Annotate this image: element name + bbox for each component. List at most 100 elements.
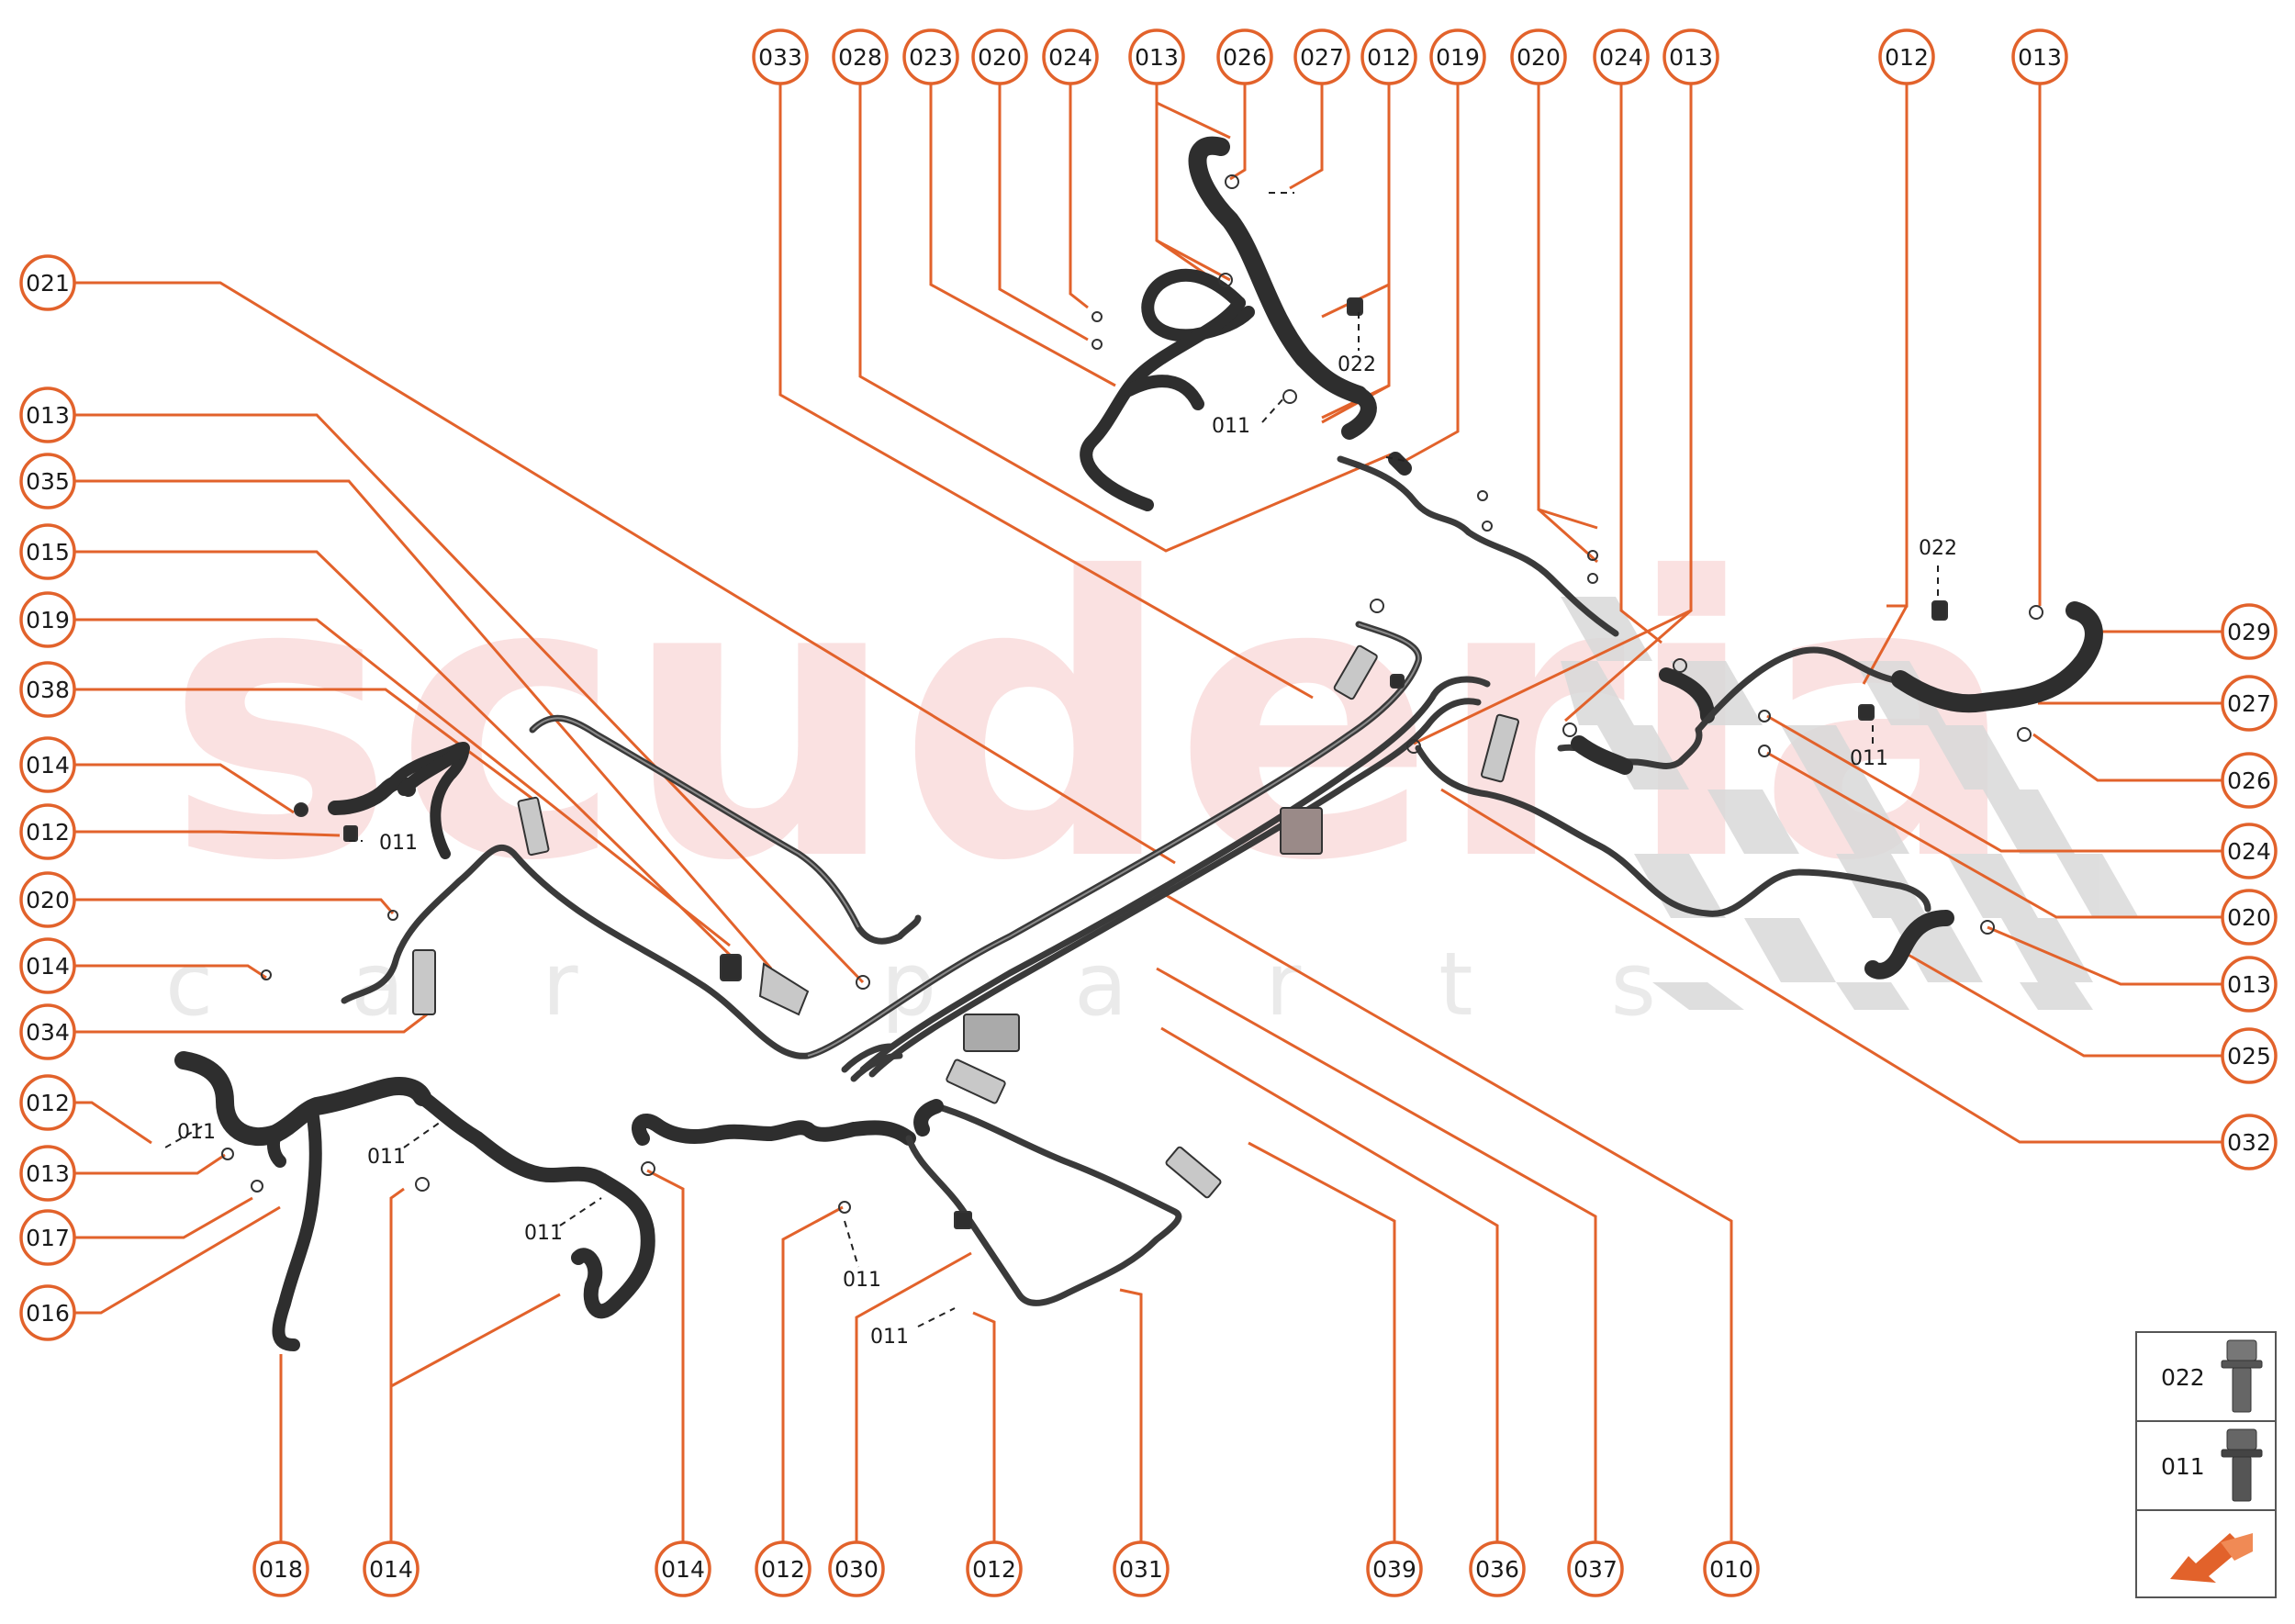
- label-011-right: 011: [1850, 747, 1888, 770]
- callout-label: 017: [26, 1225, 70, 1251]
- callout-label: 013: [26, 1160, 70, 1187]
- callout-label: 012: [1367, 44, 1411, 71]
- callout-top-2: 023: [902, 28, 959, 85]
- callout-label: 019: [1436, 44, 1480, 71]
- legend-row-011: 011: [2137, 1422, 2275, 1511]
- callout-label: 027: [2227, 690, 2271, 717]
- callout-right-0: 029: [2221, 603, 2278, 660]
- dashed-indicators: [164, 192, 1939, 1327]
- checkered-flag-icon: [1561, 597, 2139, 1010]
- callout-label: 028: [838, 44, 882, 71]
- callout-label: 014: [26, 953, 70, 980]
- callout-label: 026: [1223, 44, 1267, 71]
- callout-bottom-5: 012: [966, 1540, 1023, 1597]
- callout-label: 013: [2227, 971, 2271, 998]
- callout-label: 024: [1599, 44, 1643, 71]
- callout-bottom-6: 031: [1113, 1540, 1170, 1597]
- callout-bottom-0: 018: [252, 1540, 309, 1597]
- callout-label: 013: [1135, 44, 1179, 71]
- callout-bottom-2: 014: [655, 1540, 711, 1597]
- callout-label: 032: [2227, 1129, 2271, 1156]
- flange-bolt-icon: [2221, 1339, 2263, 1413]
- label-011-lower-mid: 011: [524, 1222, 563, 1245]
- callout-left-5: 038: [19, 661, 76, 718]
- callout-left-9: 014: [19, 937, 76, 994]
- legend-row-arrow: [2137, 1511, 2275, 1598]
- callout-label: 036: [1475, 1556, 1519, 1583]
- label-022-top: 022: [1338, 353, 1376, 376]
- callout-label: 026: [2227, 767, 2271, 794]
- callout-label: 030: [834, 1556, 879, 1583]
- callout-bottom-7: 039: [1366, 1540, 1423, 1597]
- callout-label: 039: [1372, 1556, 1416, 1583]
- callout-top-0: 033: [752, 28, 809, 85]
- callout-label: 020: [978, 44, 1022, 71]
- callout-label: 024: [1048, 44, 1092, 71]
- callout-label: 016: [26, 1300, 70, 1327]
- callout-label: 012: [1885, 44, 1929, 71]
- callout-label: 027: [1300, 44, 1344, 71]
- callout-label: 019: [26, 607, 70, 633]
- callout-top-4: 024: [1042, 28, 1099, 85]
- small-parts: [221, 174, 2043, 1229]
- callout-label: 013: [2018, 44, 2062, 71]
- label-011-lower-left: 011: [177, 1121, 216, 1144]
- callout-bottom-10: 010: [1703, 1540, 1760, 1597]
- callout-label: 033: [758, 44, 802, 71]
- fastener-legend: 022 011: [2135, 1331, 2277, 1598]
- callout-bottom-4: 030: [828, 1540, 885, 1597]
- callout-top-13: 012: [1878, 28, 1935, 85]
- label-022-right: 022: [1919, 537, 1957, 560]
- callout-top-11: 024: [1593, 28, 1650, 85]
- callout-label: 012: [26, 819, 70, 846]
- callout-bottom-8: 036: [1469, 1540, 1526, 1597]
- callout-top-12: 013: [1662, 28, 1719, 85]
- callout-top-9: 019: [1429, 28, 1486, 85]
- callout-label: 013: [26, 402, 70, 429]
- callout-bottom-9: 037: [1567, 1540, 1624, 1597]
- legend-label-022: 022: [2161, 1364, 2205, 1391]
- callout-left-4: 019: [19, 591, 76, 648]
- hex-bolt-icon: [2221, 1428, 2263, 1502]
- callout-right-7: 032: [2221, 1114, 2278, 1170]
- callout-label: 025: [2227, 1043, 2271, 1070]
- callout-label: 010: [1709, 1556, 1753, 1583]
- callout-label: 023: [909, 44, 953, 71]
- callout-label: 014: [369, 1556, 413, 1583]
- callout-label: 012: [761, 1556, 805, 1583]
- callout-left-12: 013: [19, 1145, 76, 1202]
- callout-label: 024: [2227, 838, 2271, 865]
- callout-right-3: 024: [2221, 823, 2278, 879]
- callout-top-3: 020: [971, 28, 1028, 85]
- callout-top-8: 012: [1360, 28, 1417, 85]
- callout-label: 014: [26, 752, 70, 778]
- callout-label: 013: [1669, 44, 1713, 71]
- label-011-bottom-mid-2: 011: [870, 1326, 909, 1349]
- callout-label: 020: [26, 887, 70, 913]
- callout-left-2: 035: [19, 453, 76, 510]
- callout-label: 018: [259, 1556, 303, 1583]
- callout-left-0: 021: [19, 254, 76, 311]
- callout-right-5: 013: [2221, 956, 2278, 1013]
- callout-left-14: 016: [19, 1284, 76, 1341]
- callout-top-1: 028: [832, 28, 889, 85]
- callout-label: 034: [26, 1019, 70, 1046]
- callout-left-3: 015: [19, 523, 76, 580]
- leader-lines: [70, 77, 2229, 1543]
- callout-left-10: 034: [19, 1003, 76, 1060]
- callout-left-8: 020: [19, 871, 76, 928]
- callout-top-7: 027: [1293, 28, 1350, 85]
- label-011-bottom-mid: 011: [843, 1269, 881, 1292]
- callout-label: 014: [661, 1556, 705, 1583]
- callout-right-6: 025: [2221, 1027, 2278, 1084]
- callout-label: 038: [26, 677, 70, 703]
- callout-left-7: 012: [19, 803, 76, 860]
- label-011-left: 011: [379, 832, 418, 855]
- callout-left-13: 017: [19, 1209, 76, 1266]
- callout-left-6: 014: [19, 736, 76, 793]
- callout-right-1: 027: [2221, 675, 2278, 732]
- callout-label: 021: [26, 270, 70, 297]
- callout-bottom-3: 012: [755, 1540, 812, 1597]
- label-011-top: 011: [1212, 415, 1250, 438]
